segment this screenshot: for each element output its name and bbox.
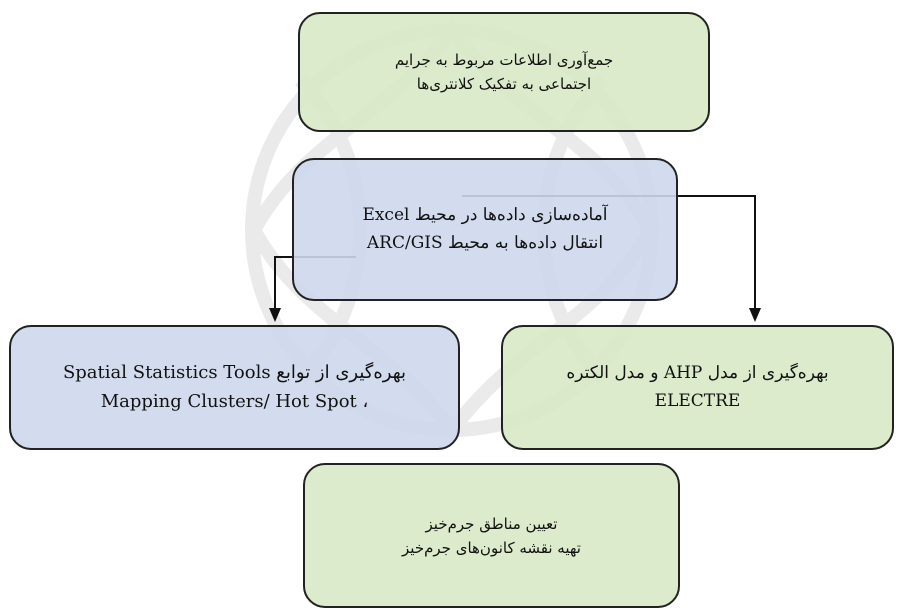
spatial-statistics-line-1: بهره‌گیری از توابع Spatial Statistics To… — [62, 361, 407, 383]
spatial-statistics-box: بهره‌گیری از توابع Spatial Statistics To… — [9, 325, 460, 450]
prepare-data-line-1: آماده‌سازی داده‌ها در محیط Excel — [362, 205, 608, 226]
ahp-electre-box: بهره‌گیری از مدل AHP و مدل الکتره ELECTR… — [501, 325, 894, 450]
crime-hotspot-result-box: تعیین مناطق جرم‌خیز تهیه نقشه کانون‌های … — [303, 463, 680, 608]
result-line-2: تهیه نقشه کانون‌های جرم‌خیز — [402, 538, 581, 557]
spatial-statistics-line-2: Mapping Clusters/ Hot Spot ، — [100, 390, 369, 412]
collect-data-line-2: اجتماعی به تفکیک کلانتری‌ها — [416, 75, 592, 93]
collect-data-box: جمع‌آوری اطلاعات مربوط به جرایم اجتماعی … — [298, 12, 710, 132]
ahp-electre-line-1: بهره‌گیری از مدل AHP و مدل الکتره — [566, 363, 829, 384]
collect-data-line-1: جمع‌آوری اطلاعات مربوط به جرایم — [394, 51, 614, 69]
ahp-electre-line-2: ELECTRE — [654, 390, 741, 411]
result-line-1: تعیین مناطق جرم‌خیز — [425, 514, 558, 533]
arrowhead-to-ahp — [749, 308, 761, 322]
arrowhead-to-spatial — [269, 308, 281, 322]
prepare-data-line-2: انتقال داده‌ها به محیط ARC/GIS — [366, 232, 604, 253]
prepare-data-box: آماده‌سازی داده‌ها در محیط Excel انتقال … — [292, 158, 678, 301]
